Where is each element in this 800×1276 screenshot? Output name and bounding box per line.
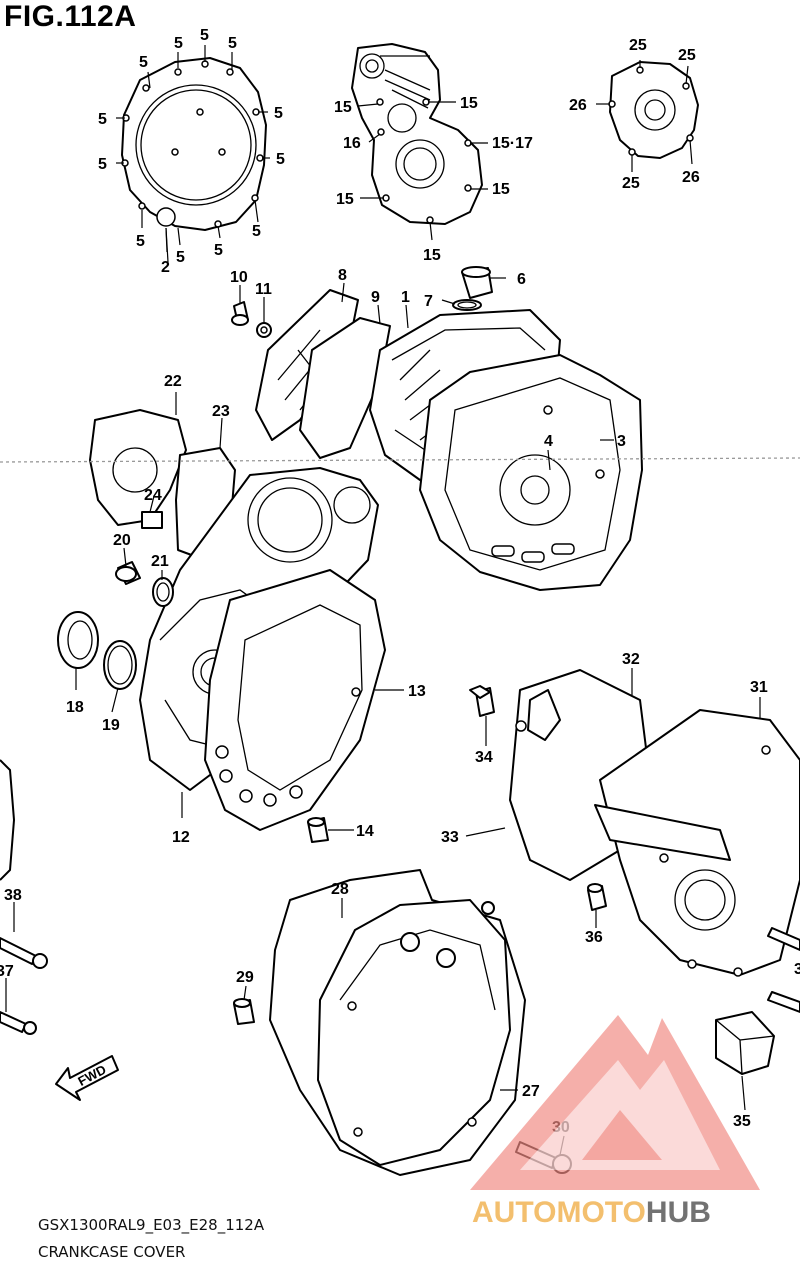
watermark-hub: HUB	[646, 1196, 711, 1229]
fwd-arrow: FWD	[55, 1055, 119, 1101]
callout-22: 22	[164, 373, 182, 390]
bolt-34	[469, 685, 495, 717]
callout-1: 1	[401, 289, 410, 306]
callout-36: 36	[585, 929, 603, 946]
callout-26-a: 26	[569, 97, 587, 114]
callout-15-b: 15	[460, 95, 478, 112]
dowel-pin-29	[233, 998, 255, 1025]
callout-15-a: 15	[334, 99, 352, 116]
callout-3: 3	[617, 433, 626, 450]
callout-26-b: 26	[682, 169, 700, 186]
callout-8: 8	[338, 267, 347, 284]
model-code: GSX1300RAL9_E03_E28_112A	[38, 1216, 265, 1234]
crop-line	[0, 457, 800, 463]
fwd-label: FWD	[75, 1062, 108, 1089]
callout-31: 31	[750, 679, 768, 696]
figure-caption: CRANKCASE COVER	[38, 1243, 186, 1261]
callout-23: 23	[212, 403, 230, 420]
callout-19: 19	[102, 717, 120, 734]
callout-3-edge: 3	[794, 961, 800, 978]
callout-7: 7	[424, 293, 433, 310]
generator-cover-27	[317, 899, 511, 1166]
cover-gasket	[204, 569, 386, 831]
callout-5-k: 5	[214, 242, 223, 259]
damper-35	[715, 1011, 775, 1075]
callout-29: 29	[236, 969, 254, 986]
callout-15-c: 15	[492, 181, 510, 198]
callout-5-f: 5	[98, 111, 107, 128]
callout-15-17: 15·17	[492, 135, 533, 152]
oil-filler-cap	[452, 266, 493, 311]
oil-seal-and-rings	[57, 561, 174, 690]
callout-15-d: 15	[336, 191, 354, 208]
callout-18: 18	[66, 699, 84, 716]
callout-5-e: 5	[274, 105, 283, 122]
hose-left-edge	[0, 759, 15, 881]
callout-15-e: 15	[423, 247, 441, 264]
starter-clutch-cover	[608, 61, 699, 159]
large-gasket	[419, 354, 643, 591]
callout-11: 11	[255, 281, 272, 298]
cover-assembly-right	[509, 669, 800, 977]
callout-5-g: 5	[98, 156, 107, 173]
callout-10: 10	[230, 269, 248, 286]
callout-13: 13	[408, 683, 426, 700]
callout-14: 14	[356, 823, 374, 840]
callout-5-a: 5	[139, 54, 148, 71]
callout-24: 24	[144, 487, 162, 504]
svg-text:AUTOMOTOHUB: AUTOMOTOHUB	[472, 1196, 711, 1229]
callout-25-c: 25	[622, 175, 640, 192]
callout-37: 37	[0, 963, 14, 980]
callout-5-c: 5	[200, 27, 209, 44]
clutch-cover	[121, 57, 267, 231]
callout-25-b: 25	[678, 47, 696, 64]
callout-25-a: 25	[629, 37, 647, 54]
callout-35: 35	[733, 1113, 751, 1130]
watermark-automoto: AUTOMOTO	[472, 1196, 646, 1229]
watermark-logo: AUTOMOTOHUB	[470, 1015, 760, 1229]
callout-5-d: 5	[228, 35, 237, 52]
callout-16: 16	[343, 135, 361, 152]
callout-38: 38	[4, 887, 22, 904]
callout-20: 20	[113, 532, 131, 549]
dowel-pin-36	[587, 883, 607, 911]
callout-34: 34	[475, 749, 493, 766]
callout-5-i: 5	[136, 233, 145, 250]
callout-32: 32	[622, 651, 640, 668]
bolt-and-washer	[231, 301, 272, 338]
callout-labels: 5 5 5 5 5 5 5 5 5 5 5 5 2 15 15 16 15·17…	[0, 27, 800, 1136]
callout-6: 6	[517, 271, 526, 288]
gasket-plate	[255, 289, 391, 459]
dowel-pin-14	[307, 817, 329, 843]
callout-28: 28	[331, 881, 349, 898]
callout-27: 27	[522, 1083, 540, 1100]
callout-2: 2	[161, 259, 170, 276]
callout-5-l: 5	[176, 249, 185, 266]
figure-title: FIG.112A	[4, 0, 137, 33]
callout-5-b: 5	[174, 35, 183, 52]
callout-5-j: 5	[252, 223, 261, 240]
callout-12: 12	[172, 829, 190, 846]
generator-cover	[351, 43, 483, 225]
bolts-right-edge	[767, 927, 800, 1013]
bolts-left-edge	[0, 937, 48, 1035]
callout-5-h: 5	[276, 151, 285, 168]
callout-4: 4	[544, 433, 553, 450]
callout-21: 21	[151, 553, 169, 570]
callout-33: 33	[441, 829, 459, 846]
callout-9: 9	[371, 289, 380, 306]
leader-lines	[5, 45, 761, 1156]
